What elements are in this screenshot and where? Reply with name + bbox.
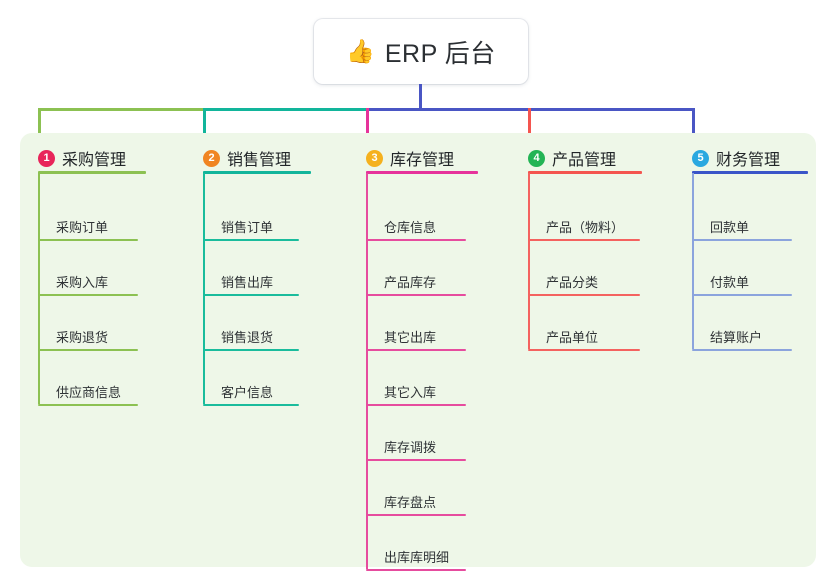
connector-drop-3 [366,108,369,136]
branch-spine [38,173,40,404]
branch-title: 库存管理 [390,152,455,169]
leaf-node-label[interactable]: 采购订单 [56,220,109,235]
leaf-node-label[interactable]: 产品（物料） [546,220,625,235]
leaf-node-rule [366,404,466,406]
leaf-node-rule [366,294,466,296]
connector-segment-2 [203,108,369,111]
leaf-node-rule [366,514,466,516]
branch-panel: 1 采购管理采购订单采购入库采购退货供应商信息 2 销售管理销售订单销售出库销售退货客… [20,133,816,571]
leaf-node-rule [38,294,138,296]
branch-title: 销售管理 [227,152,292,169]
leaf-node-rule [203,404,299,406]
leaf-node-label[interactable]: 产品分类 [546,275,599,290]
leaf-node-rule [528,349,640,351]
leaf-node-label[interactable]: 回款单 [710,220,750,235]
branch-spine [203,173,205,404]
leaf-node-rule [692,239,792,241]
branch-number-badge: 3 [366,149,383,167]
leaf-node-rule [528,294,640,296]
branch-spine [692,173,694,349]
branch-number-badge: 5 [692,149,709,167]
leaf-node-rule [366,569,466,571]
leaf-node-rule [692,349,792,351]
branch-header-rule [528,171,642,174]
branch-header-库存管理[interactable]: 3 库存管理 [366,146,454,170]
page-title: ERP 后台 [384,39,496,68]
leaf-node-label[interactable]: 销售退货 [221,330,274,345]
branch-title: 财务管理 [716,152,781,169]
connector-segment-3 [366,108,531,111]
leaf-node-rule [366,239,466,241]
branch-header-rule [38,171,146,174]
branch-header-销售管理[interactable]: 2 销售管理 [203,146,291,170]
leaf-node-label[interactable]: 付款单 [710,275,750,290]
leaf-node-label[interactable]: 采购退货 [56,330,109,345]
leaf-node-rule [203,294,299,296]
leaf-node-rule [528,239,640,241]
branch-header-rule [366,171,478,174]
connector-segment-4 [528,108,695,111]
branch-number-badge: 4 [528,149,545,167]
connector-drop-4 [528,108,531,136]
leaf-node-rule [366,459,466,461]
leaf-node-label[interactable]: 客户信息 [221,385,274,400]
branch-spine [366,173,368,569]
branch-spine [528,173,530,349]
leaf-node-label[interactable]: 库存调拨 [384,440,437,455]
leaf-node-label[interactable]: 销售出库 [221,275,274,290]
leaf-node-label[interactable]: 产品库存 [384,275,437,290]
leaf-node-label[interactable]: 出库库明细 [384,550,450,565]
branch-header-产品管理[interactable]: 4 产品管理 [528,146,616,170]
branch-header-采购管理[interactable]: 1 采购管理 [38,146,126,170]
root-node-erp-backend[interactable]: 👍 ERP 后台 [314,19,528,84]
branch-number-badge: 2 [203,149,220,167]
branch-title: 产品管理 [552,152,617,169]
leaf-node-rule [38,349,138,351]
connector-drop-5 [692,108,695,136]
leaf-node-rule [692,294,792,296]
branch-header-财务管理[interactable]: 5 财务管理 [692,146,780,170]
branch-header-rule [692,171,808,174]
branch-title: 采购管理 [62,152,127,169]
leaf-node-label[interactable]: 库存盘点 [384,495,437,510]
leaf-node-rule [203,239,299,241]
leaf-node-label[interactable]: 结算账户 [710,330,763,345]
leaf-node-label[interactable]: 产品单位 [546,330,599,345]
leaf-node-label[interactable]: 销售订单 [221,220,274,235]
leaf-node-label[interactable]: 其它出库 [384,330,437,345]
root-stem-connector [419,84,422,109]
branch-number-badge: 1 [38,149,55,167]
connector-drop-2 [203,108,206,136]
leaf-node-rule [38,239,138,241]
leaf-node-rule [203,349,299,351]
root-node-content: 👍 ERP 后台 [346,34,496,70]
leaf-node-label[interactable]: 采购入库 [56,275,109,290]
thumbs-up-icon: 👍 [346,38,375,64]
leaf-node-label[interactable]: 仓库信息 [384,220,437,235]
leaf-node-label[interactable]: 其它入库 [384,385,437,400]
connector-segment-1 [38,108,206,111]
branch-header-rule [203,171,311,174]
connector-drop-1 [38,108,41,136]
leaf-node-rule [366,349,466,351]
leaf-node-label[interactable]: 供应商信息 [56,385,122,400]
leaf-node-rule [38,404,138,406]
